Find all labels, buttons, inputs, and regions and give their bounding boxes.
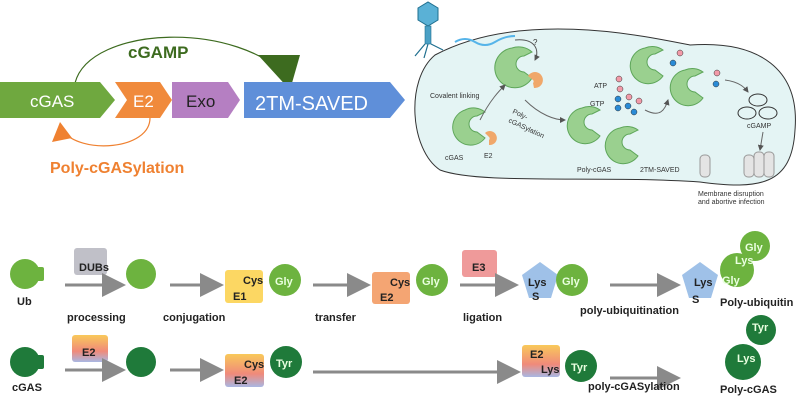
pathway-schematic: cGAMP cGAS E2 Exo 2TM-SAVED Poly-cGASyla… [0,36,405,177]
gtp-label: GTP [590,101,605,108]
e2-label: E2 [234,375,247,387]
tyr-label: Tyr [752,322,769,334]
poly-cgas-label: Poly-cGAS [577,167,612,174]
tyr-label: Tyr [571,362,588,374]
saved-protein-icon [669,67,704,107]
gly-label: Gly [422,276,441,288]
gly-label: Gly [745,242,764,254]
poly-ubiquitination-label: poly-ubiquitination [580,305,679,317]
cgamp-rings [737,93,778,120]
exo-box [172,82,240,118]
e1-label: E1 [233,291,246,303]
cys-label: Cys [244,359,264,371]
ligation-label: ligation [463,312,502,324]
e2-gradient-box [225,354,264,387]
cgas-label: cGAS [12,382,42,394]
lys-label: Lys [737,353,756,365]
question-mark: ? [533,38,538,47]
gly-label: Gly [722,275,741,287]
cgas-protein-icon [629,45,664,85]
e2-label: E2 [484,153,493,160]
e2-label: E2 [82,347,95,359]
poly-cgas-label: Poly-cGAS [720,384,777,396]
e2-gradient-box [72,335,108,362]
feedback-arrowhead [52,122,72,142]
e3-label: E3 [472,262,485,274]
membrane-label-1: Membrane disruption [698,191,764,198]
dubs-box [74,248,107,275]
lys-label: Lys [694,277,713,289]
saved-protein-icon [604,125,639,165]
conjugation-label: conjugation [163,312,226,324]
cys-label: Cys [243,275,263,287]
cgamp-label: cGAMP [128,43,188,62]
e2-box [115,82,172,118]
e2-box [372,272,410,304]
cell-illustration: ? Covalent linking cGAS E2 Poly- cGASyla… [414,1,796,206]
e2-label: E2 [380,292,393,304]
e3-box [462,250,497,277]
cgamp-arrowhead [258,55,300,90]
covalent-linking-label: Covalent linking [430,93,480,100]
saved-label: 2TM-SAVED [640,167,680,174]
phage-icon [414,1,444,59]
cys-label: Cys [390,277,410,289]
membrane-pores [699,151,775,178]
e2-gradient-box [522,345,560,377]
ub-label: Ub [17,296,32,308]
cgasylation-row: cGAS E2 Cys E2 Tyr E2 Lys Tyr poly-cGASy… [10,315,777,396]
cgamp-label: cGAMP [747,123,771,130]
lys-label: Lys [528,277,547,289]
saved-label: 2TM-SAVED [255,93,368,115]
s-label: S [692,294,699,306]
exo-label: Exo [186,92,215,111]
cgas-protein-icon [566,105,601,145]
e2-protein-icon [528,72,543,89]
feedback-label: Poly-cGASylation [50,160,184,177]
cgas-label: cGAS [445,155,464,162]
poly-cgasylation-label: poly-cGASylation [588,381,680,393]
nucleotides [614,49,721,116]
gly-label: Gly [275,276,294,288]
lys-label: Lys [735,255,754,267]
lys-label: Lys [541,364,560,376]
gly-label: Gly [562,276,581,288]
poly-ubiquitin-label: Poly-ubiquitin [720,297,794,309]
cgas-label: cGAS [30,92,74,111]
e2-label: E2 [133,92,154,111]
atp-label: ATP [594,83,607,90]
membrane-label-2: and abortive infection [698,199,765,206]
ubiquitination-row: Ub DUBs processing conjugation Cys E1 Gl… [10,231,794,324]
tyr-label: Tyr [276,358,293,370]
dubs-label: DUBs [79,262,109,274]
transfer-label: transfer [315,312,357,324]
substrate-pentagon [522,262,558,298]
phage-dna [454,35,516,46]
e2-label: E2 [530,349,543,361]
cgas-box [0,82,115,118]
saved-box [244,82,405,118]
processing-label: processing [67,312,126,324]
e2-protein-icon [485,131,497,146]
feedback-arc [61,117,151,147]
e1-box [225,270,263,303]
s-label: S [532,291,539,303]
